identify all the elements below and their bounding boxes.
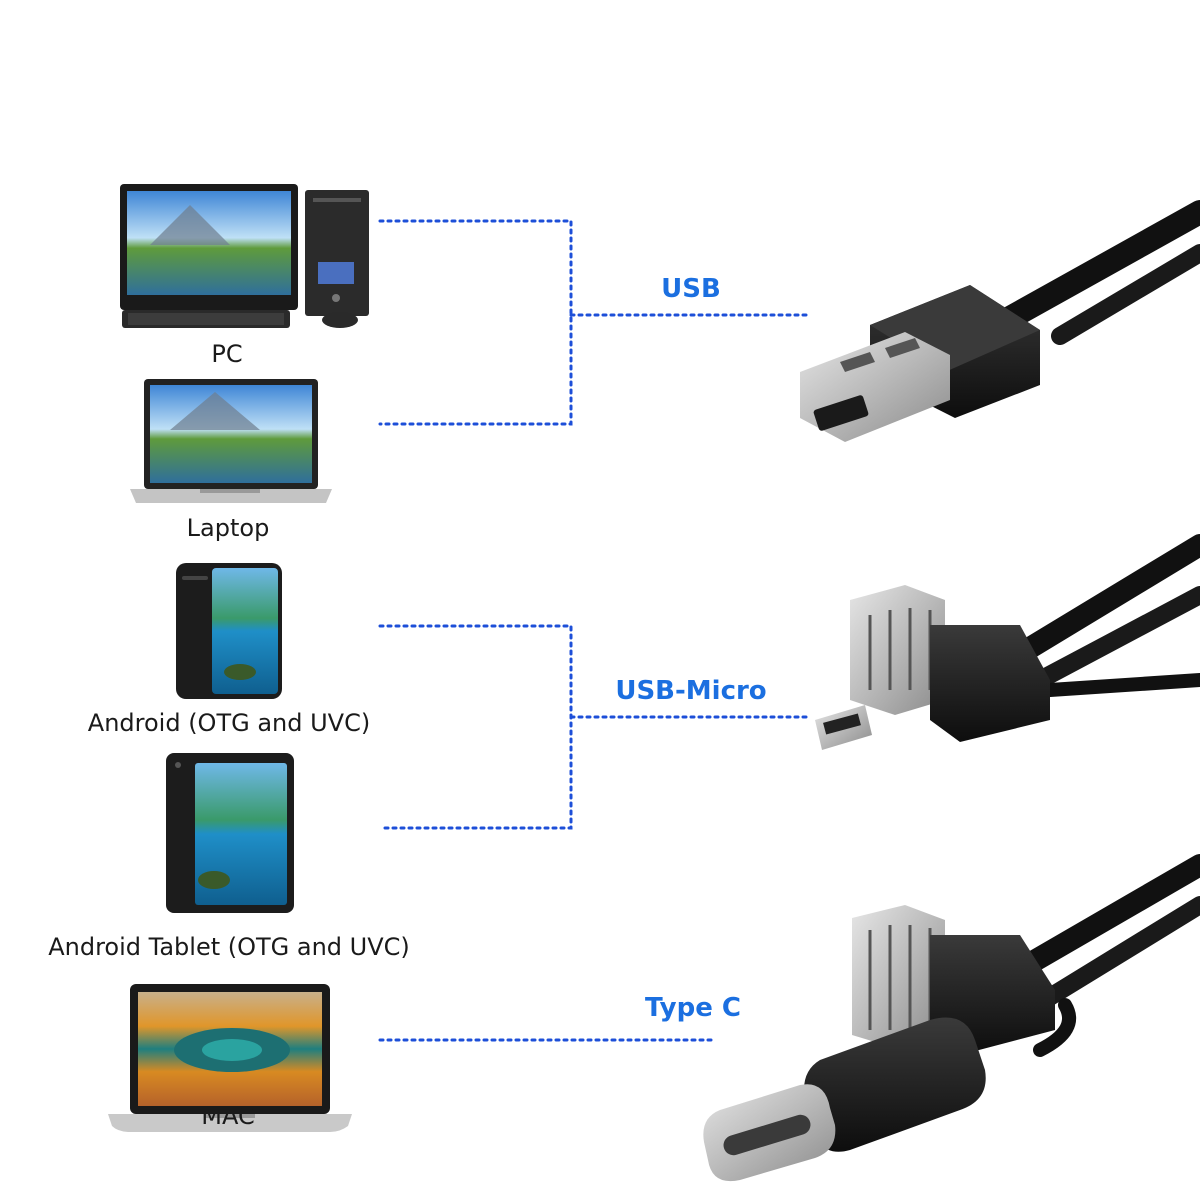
tablet-caption: Android Tablet (OTG and UVC) bbox=[48, 933, 410, 961]
pc-icon bbox=[120, 184, 369, 328]
android-caption: Android (OTG and UVC) bbox=[87, 709, 371, 737]
laptop-caption: Laptop bbox=[186, 514, 270, 542]
laptop-icon bbox=[130, 379, 332, 503]
micro-link-line bbox=[378, 624, 573, 830]
usb-label: USB bbox=[661, 274, 721, 304]
usb-a-connector-icon bbox=[800, 200, 1200, 442]
usb-link-line bbox=[378, 219, 573, 426]
mac-caption: MAC bbox=[201, 1102, 255, 1130]
usb-micro-label: USB-Micro bbox=[615, 676, 767, 706]
type-c-label: Type C bbox=[645, 993, 741, 1023]
android-phone-icon bbox=[176, 563, 282, 699]
android-tablet-icon bbox=[166, 753, 294, 913]
usb-micro-connector-icon bbox=[815, 534, 1200, 750]
pc-caption: PC bbox=[211, 340, 243, 368]
macbook-icon bbox=[108, 984, 352, 1132]
type-c-connector-icon bbox=[703, 854, 1200, 1182]
